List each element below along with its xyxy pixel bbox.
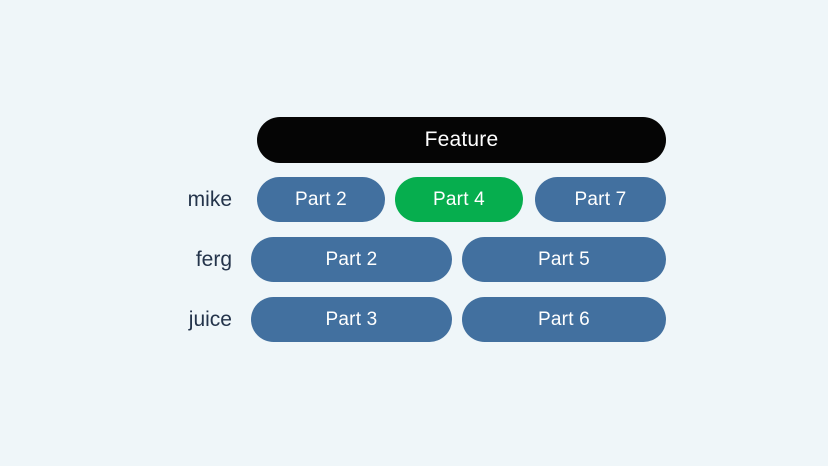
part-bar[interactable]: Part 5 (462, 237, 666, 282)
part-bar-label: Part 6 (538, 308, 590, 330)
part-row: juice Part 3 Part 6 (0, 297, 828, 343)
part-bar-label: Part 3 (325, 308, 378, 330)
part-bar[interactable]: Part 3 (251, 297, 452, 342)
feature-header-label: Feature (424, 128, 499, 151)
part-bar[interactable]: Part 6 (462, 297, 666, 342)
feature-header-bar: Feature (257, 117, 666, 163)
part-bar-label: Part 7 (574, 188, 627, 210)
part-bar[interactable]: Part 2 (251, 237, 452, 282)
row-label-ferg: ferg (195, 248, 232, 271)
row-label-juice: juice (188, 308, 232, 331)
part-bar[interactable]: Part 7 (535, 177, 666, 222)
part-bar[interactable]: Part 2 (257, 177, 385, 222)
part-row: mike Part 2 Part 4 Part 7 (0, 177, 828, 223)
part-bar-highlighted[interactable]: Part 4 (395, 177, 523, 222)
part-bar-label: Part 2 (295, 188, 347, 210)
part-bar-label: Part 2 (325, 248, 378, 270)
part-bar-label: Part 5 (538, 248, 590, 270)
part-row: ferg Part 2 Part 5 (0, 237, 828, 283)
row-label-mike: mike (187, 188, 232, 211)
part-bar-label: Part 4 (433, 188, 485, 210)
